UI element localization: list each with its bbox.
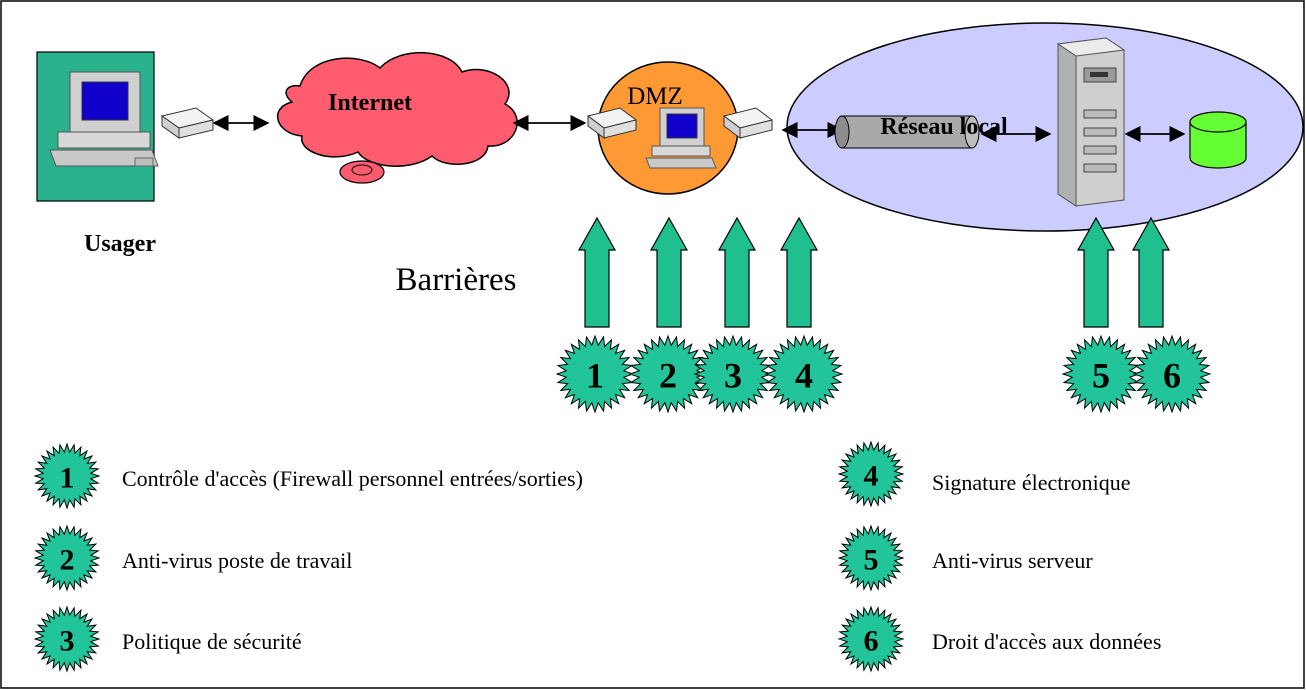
legend-badge: 2 [33, 524, 101, 592]
up-arrow-5 [1076, 216, 1116, 328]
up-arrow-1 [577, 216, 617, 328]
barrier-badge-2: 2 [628, 334, 708, 414]
internet-cloud [276, 51, 518, 184]
legend-text: Anti-virus poste de travail [122, 548, 352, 573]
badge-number: 6 [1163, 356, 1181, 396]
legend-text: Signature électronique [932, 470, 1131, 495]
badge-number: 3 [724, 356, 742, 396]
legend-item-1: 1 Contrôle d'accès (Firewall personnel en… [33, 442, 583, 510]
usager-computer-icon [49, 71, 159, 167]
internet-label: Internet [328, 90, 412, 116]
legend-badge: 1 [33, 442, 101, 510]
up-arrow-2 [649, 216, 689, 328]
legend-badge: 4 [837, 440, 905, 508]
barrieres-label: Barrières [396, 262, 517, 298]
badge-number: 5 [864, 544, 879, 577]
server-icon [1056, 37, 1126, 207]
burst-shape [837, 524, 905, 592]
legend-item-3: 3 Politique de sécurité [33, 605, 302, 673]
badge-number: 1 [586, 356, 604, 396]
legend-badge: 5 [837, 524, 905, 592]
burst-shape [33, 442, 101, 510]
legend-item-5: 5 Anti-virus serveur [837, 524, 1093, 592]
dmz-right-modem-icon [722, 107, 774, 139]
dmz-left-modem-icon [586, 107, 638, 139]
legend-item-4: 4 Signature électronique [837, 440, 1131, 508]
dmz-computer-icon [645, 107, 717, 169]
dmz-label: DMZ [627, 83, 683, 110]
badge-number: 2 [60, 544, 75, 577]
burst-shape [628, 334, 708, 414]
badge-number: 2 [659, 356, 677, 396]
badge-number: 4 [864, 460, 879, 493]
up-arrow-4 [779, 216, 819, 328]
burst-shape [555, 334, 635, 414]
barrier-badge-3: 3 [693, 334, 773, 414]
badge-number: 3 [60, 625, 75, 658]
reseau-local-cylinder [834, 115, 980, 149]
burst-shape [764, 334, 844, 414]
barrier-badge-1: 1 [555, 334, 635, 414]
legend-text: Politique de sécurité [122, 629, 302, 654]
burst-shape [1132, 334, 1212, 414]
burst-shape [1061, 334, 1141, 414]
database-icon [1189, 111, 1247, 169]
legend-badge: 6 [837, 605, 905, 673]
barrier-badge-6: 6 [1132, 334, 1212, 414]
legend-item-6: 6 Droit d'accès aux données [837, 605, 1161, 673]
burst-shape [837, 605, 905, 673]
barrier-badge-5: 5 [1061, 334, 1141, 414]
legend-text: Anti-virus serveur [932, 548, 1093, 573]
legend-badge: 3 [33, 605, 101, 673]
badge-number: 1 [60, 462, 75, 495]
up-arrow-3 [717, 216, 757, 328]
badge-number: 4 [795, 356, 813, 396]
legend-text: Contrôle d'accès (Firewall personnel ent… [122, 466, 583, 491]
barrier-badge-4: 4 [764, 334, 844, 414]
reseau-local-label: Réseau local [880, 114, 1008, 140]
up-arrow-6 [1131, 216, 1171, 328]
legend-text: Droit d'accès aux données [932, 629, 1161, 654]
usager-modem-icon [160, 107, 215, 139]
burst-shape [837, 440, 905, 508]
burst-shape [33, 605, 101, 673]
badge-number: 6 [864, 625, 879, 658]
burst-shape [33, 524, 101, 592]
burst-shape [693, 334, 773, 414]
usager-label: Usager [84, 231, 156, 257]
badge-number: 5 [1092, 356, 1110, 396]
legend-item-2: 2 Anti-virus poste de travail [33, 524, 352, 592]
